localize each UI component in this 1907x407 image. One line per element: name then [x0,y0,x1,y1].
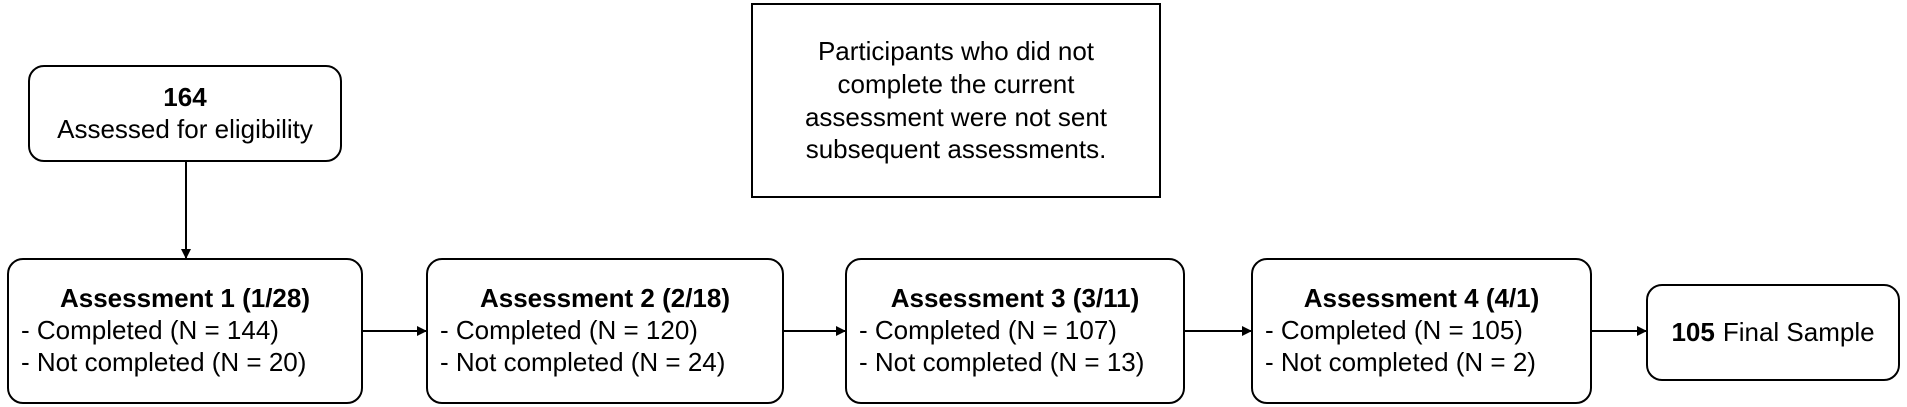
final-sample-box: 105 Final Sample [1646,284,1900,381]
note-box: Participants who did not complete the cu… [751,3,1161,198]
assessment-title: Assessment 4 (4/1) [1303,283,1540,314]
note-line: subsequent assessments. [805,134,1107,165]
not-completed-count: - Not completed (N = 13) [859,346,1145,377]
final-sample-count: 105 [1671,316,1715,347]
assessment-title: Assessment 1 (1/28) [59,283,311,314]
completed-count: - Completed (N = 144) [21,315,279,346]
completed-count: - Completed (N = 105) [1265,315,1523,346]
final-sample-label: Final Sample [1722,316,1875,347]
note-line: complete the current [837,68,1075,99]
assessment-2-box: Assessment 2 (2/18) - Completed (N = 120… [426,258,784,404]
eligibility-count: 164 [163,81,207,112]
assessment-3-box: Assessment 3 (3/11) - Completed (N = 107… [845,258,1185,404]
completed-count: - Completed (N = 107) [859,315,1117,346]
assessment-4-box: Assessment 4 (4/1) - Completed (N = 105)… [1251,258,1592,404]
assessment-1-box: Assessment 1 (1/28) - Completed (N = 144… [7,258,363,404]
note-line: Participants who did not [817,36,1095,66]
assessment-title: Assessment 2 (2/18) [479,283,731,314]
not-completed-count: - Not completed (N = 2) [1265,346,1536,377]
completed-count: - Completed (N = 120) [440,315,698,346]
eligibility-box: 164 Assessed for eligibility [28,65,342,162]
not-completed-count: - Not completed (N = 24) [440,346,726,377]
eligibility-label: Assessed for eligibility [57,113,313,144]
not-completed-count: - Not completed (N = 20) [21,346,307,377]
note-line: assessment were not sent [804,101,1108,132]
assessment-title: Assessment 3 (3/11) [890,283,1140,314]
